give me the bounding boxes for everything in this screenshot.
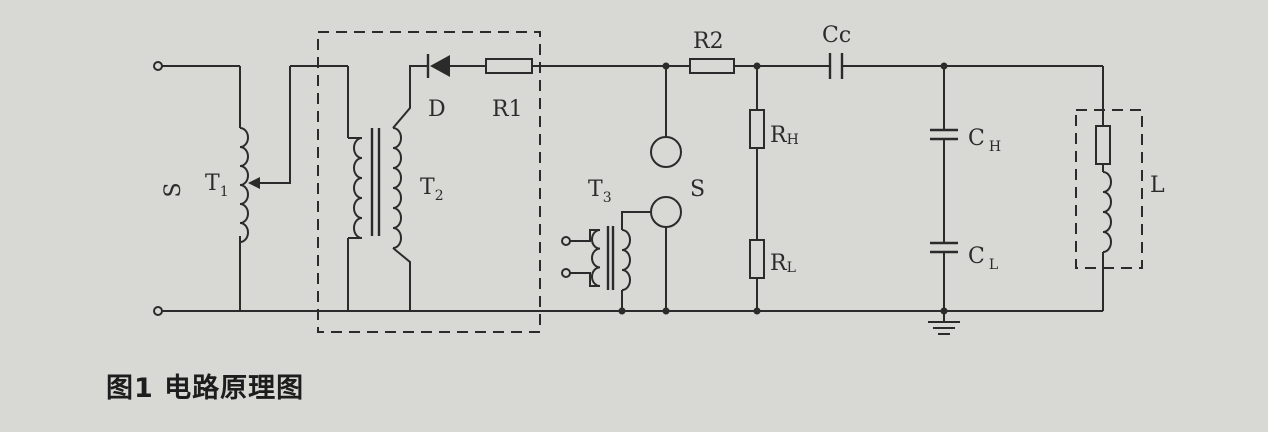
resistor-rl — [749, 239, 765, 279]
resistor-r1 — [485, 58, 690, 74]
label-load: L — [1150, 173, 1165, 198]
resistor-r2 — [666, 58, 829, 74]
resistive-divider — [749, 62, 765, 311]
spark-gap — [650, 62, 682, 311]
label-spark-gap: S — [690, 177, 705, 202]
diode — [426, 54, 486, 78]
label-t2: T2 — [420, 175, 444, 204]
hv-enclosure — [317, 31, 541, 333]
capacitor-cc — [828, 53, 1103, 79]
label-t3: T3 — [588, 177, 612, 206]
ground-rail — [348, 307, 1103, 315]
label-t1: T1 — [205, 171, 229, 200]
label-diode: D — [428, 97, 446, 122]
resistor-rh — [749, 109, 765, 149]
input-terminals — [153, 61, 318, 316]
ground-icon — [928, 311, 960, 335]
label-cc: Cc — [822, 23, 851, 48]
label-rh: RH — [770, 123, 799, 148]
figure-caption: 图1 电路原理图 — [106, 373, 305, 404]
label-input-source: S — [161, 182, 186, 197]
label-r2: R2 — [693, 29, 724, 54]
t1-autotransformer — [239, 65, 318, 243]
t2-transformer — [318, 65, 428, 312]
label-r1: R1 — [492, 97, 523, 122]
label-rl: RL — [770, 251, 796, 276]
load — [1075, 66, 1143, 311]
capacitive-divider — [930, 62, 958, 311]
t3-trigger-transformer — [561, 211, 651, 311]
